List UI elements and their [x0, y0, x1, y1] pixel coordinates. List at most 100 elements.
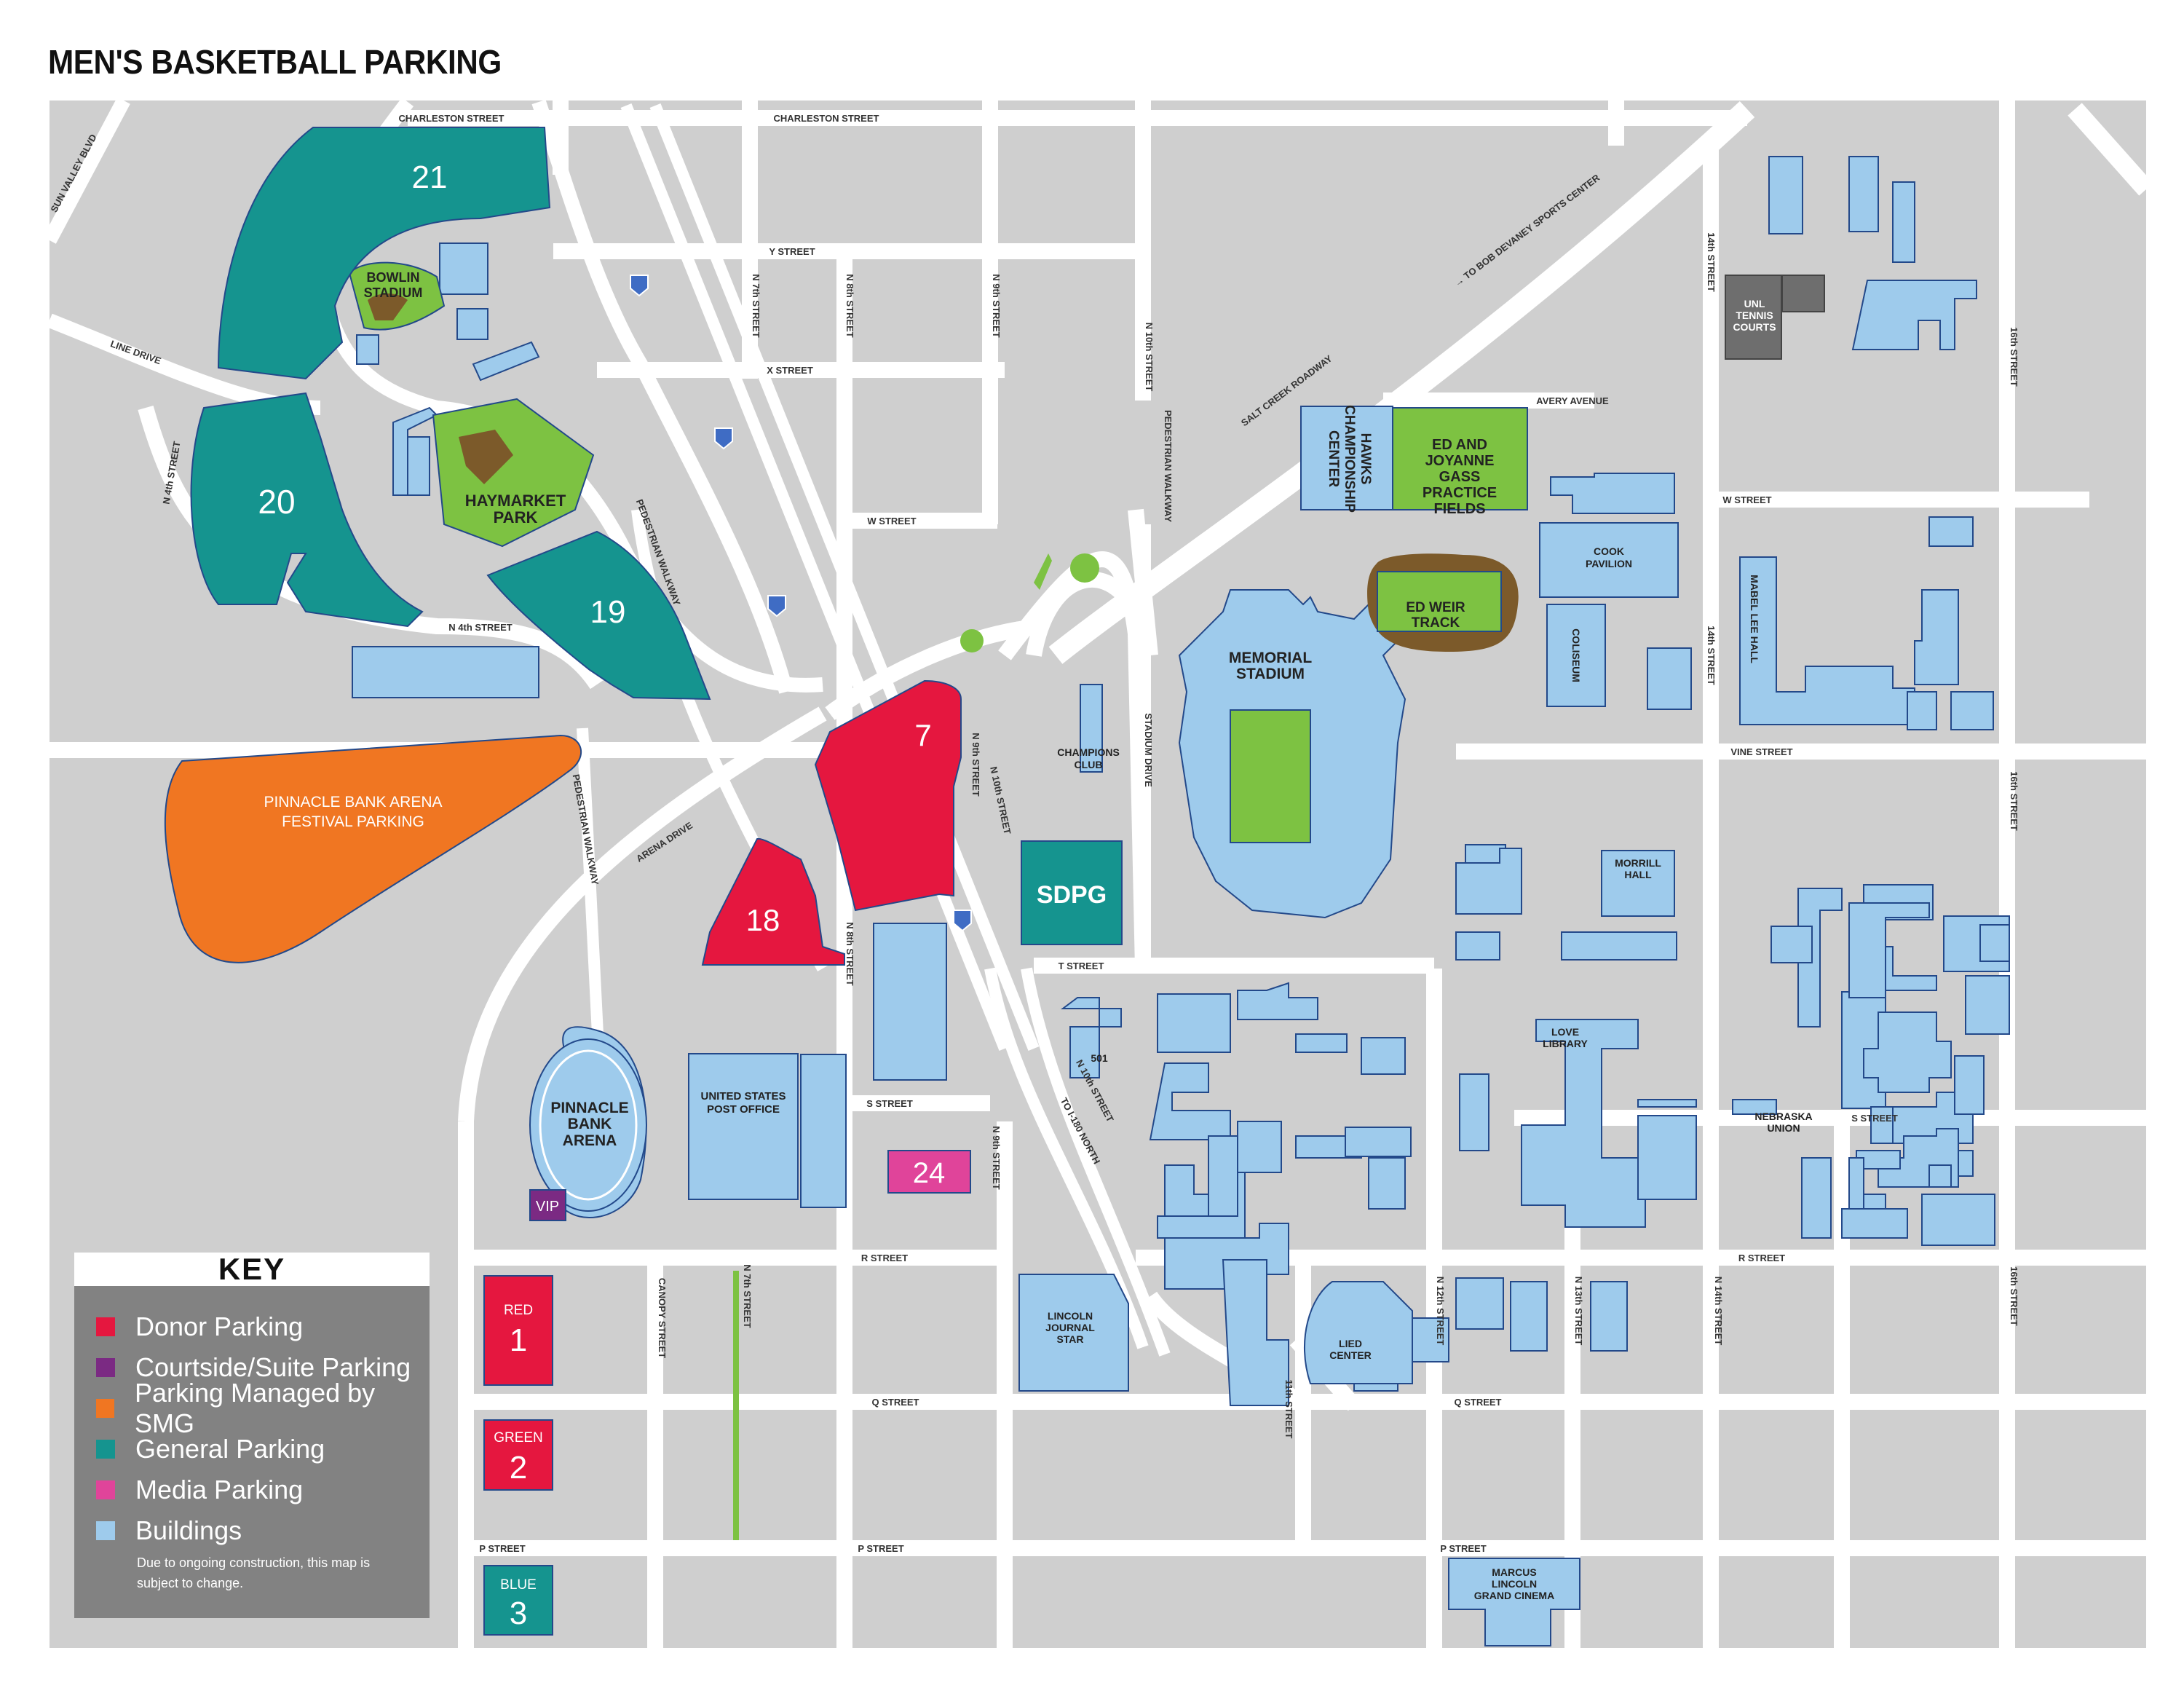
bowlin-label-2: STADIUM — [364, 285, 423, 300]
key-item-buildings: Buildings — [96, 1515, 242, 1547]
buildings-swatch — [96, 1521, 115, 1540]
street-p-1: P STREET — [479, 1543, 525, 1554]
edweir-label-1: ED WEIR — [1406, 600, 1465, 615]
lot-7-label: 7 — [914, 718, 931, 752]
blue-lot-number: 3 — [510, 1596, 527, 1631]
fields — [348, 261, 1528, 652]
courtside-swatch — [96, 1358, 115, 1377]
lot-24 — [887, 1150, 971, 1194]
lot-18-label: 18 — [746, 903, 780, 937]
hawks-label: HAWKSCHAMPIONSHIPCENTER — [1326, 405, 1373, 513]
lot-blue-3 — [483, 1565, 553, 1636]
key-label-media: Media Parking — [135, 1475, 304, 1504]
gass-label-5: FIELDS — [1433, 501, 1485, 517]
map-key: KEY Donor Parking Courtside/Suite Parkin… — [74, 1253, 430, 1618]
cook-label-1: COOK — [1594, 545, 1624, 557]
donor-parking — [483, 679, 962, 1491]
medians — [733, 553, 1099, 1540]
building-501-label: 501 — [1091, 1052, 1108, 1064]
marcus-label-1: MARCUS — [1492, 1566, 1536, 1578]
union-label-1: NEBRASKA — [1754, 1111, 1812, 1122]
street-charleston-1: CHARLESTON STREET — [399, 113, 505, 124]
street-n9th-top: N 9th STREET — [991, 274, 1002, 337]
street-q-1: Q STREET — [871, 1397, 919, 1408]
street-p-3: P STREET — [1440, 1543, 1486, 1554]
pba-festival-label-line1: PINNACLE BANK ARENA — [264, 794, 442, 811]
street-x: X STREET — [767, 365, 813, 376]
smg-swatch — [96, 1399, 114, 1418]
key-note: Due to ongoing construction, this map is… — [137, 1555, 371, 1590]
key-item-smg: Parking Managed by SMG — [96, 1378, 430, 1438]
key-label-courtside: Courtside/Suite Parking — [135, 1352, 411, 1382]
street-n9th-mid: N 9th STREET — [970, 733, 981, 796]
gass-label-3: GASS — [1439, 469, 1481, 485]
morrill-label-1: MORRILL — [1615, 857, 1661, 869]
bowlin-label-1: BOWLIN — [367, 270, 420, 285]
street-avery: AVERY AVENUE — [1536, 395, 1609, 406]
lot-20-label: 20 — [258, 483, 295, 521]
street-n12th: N 12th STREET — [1435, 1277, 1446, 1346]
post-office-label-1: UNITED STATES — [701, 1090, 786, 1103]
pinnacle-label-3: ARENA — [563, 1132, 617, 1149]
street-y: Y STREET — [769, 246, 815, 257]
marcus-label-2: LINCOLN — [1492, 1578, 1537, 1590]
coliseum-label: COLISEUM — [1570, 628, 1582, 682]
key-title: KEY — [74, 1253, 430, 1286]
street-16th-c: 16th STREET — [2009, 1266, 2019, 1326]
street-r-2: R STREET — [1738, 1253, 1785, 1263]
street-vine: VINE STREET — [1730, 746, 1792, 757]
street-16th-b: 16th STREET — [2009, 771, 2019, 831]
street-q-2: Q STREET — [1454, 1397, 1501, 1408]
lot-19 — [486, 530, 711, 701]
street-n7th-b: N 7th STREET — [742, 1264, 753, 1328]
lot-19-label: 19 — [590, 594, 626, 630]
lot-7 — [814, 679, 962, 912]
edweir-label-2: TRACK — [1412, 615, 1460, 631]
street-11th: 11th STREET — [1283, 1380, 1294, 1439]
lot-21 — [217, 127, 551, 380]
blue-lot-word: BLUE — [500, 1577, 537, 1593]
lot-red-1 — [483, 1275, 553, 1386]
key-item-donor: Donor Parking — [96, 1311, 303, 1343]
street-w: W STREET — [867, 516, 916, 526]
post-office-label-2: POST OFFICE — [707, 1103, 780, 1116]
love-label-2: LIBRARY — [1543, 1038, 1588, 1049]
green-lot-word: GREEN — [494, 1430, 543, 1446]
journal-label-1: LINCOLN — [1048, 1310, 1093, 1322]
street-ped-1: PEDESTRIAN WALKWAY — [1163, 410, 1174, 522]
journal-label-3: STAR — [1056, 1333, 1083, 1345]
street-14th-b: 14th STREET — [1706, 626, 1717, 685]
general-swatch — [96, 1440, 115, 1459]
key-label-buildings: Buildings — [135, 1515, 242, 1545]
red-lot-word: RED — [504, 1303, 533, 1318]
lot-20 — [190, 392, 424, 628]
champions-label-2: CLUB — [1075, 759, 1103, 770]
lot-pba-festival — [164, 734, 582, 963]
lot-sdpg — [1021, 840, 1123, 945]
street-n13th: N 13th STREET — [1573, 1277, 1584, 1346]
tennis-courts — [1725, 275, 1825, 360]
lot-vip-label: VIP — [536, 1199, 559, 1215]
key-label-general: General Parking — [135, 1434, 325, 1464]
memorial-label-2: STADIUM — [1236, 666, 1305, 682]
pinnacle-label-1: PINNACLE — [550, 1100, 628, 1116]
street-n8th-b: N 8th STREET — [844, 922, 855, 985]
buildings — [352, 156, 2010, 1646]
lot-21-label: 21 — [412, 159, 448, 195]
street-14th-a: 14th STREET — [1706, 232, 1717, 292]
green-lot-number: 2 — [510, 1450, 527, 1486]
lot-18 — [701, 837, 845, 966]
journal-label-2: JOURNAL — [1045, 1322, 1095, 1333]
street-t: T STREET — [1059, 961, 1104, 971]
pba-festival-label-line2: FESTIVAL PARKING — [282, 813, 424, 830]
mabel-label: MABEL LEE HALL — [1749, 575, 1760, 663]
street-s-2: S STREET — [1851, 1113, 1898, 1124]
street-charleston-2: CHARLESTON STREET — [774, 113, 879, 124]
street-n4th-b: N 4th STREET — [448, 622, 512, 633]
love-label-1: LOVE — [1551, 1026, 1579, 1038]
tennis-label-2: TENNIS — [1736, 309, 1773, 321]
champions-label-1: CHAMPIONS — [1057, 746, 1120, 758]
morrill-label-2: HALL — [1624, 869, 1652, 880]
gass-label-2: JOYANNE — [1425, 453, 1495, 469]
